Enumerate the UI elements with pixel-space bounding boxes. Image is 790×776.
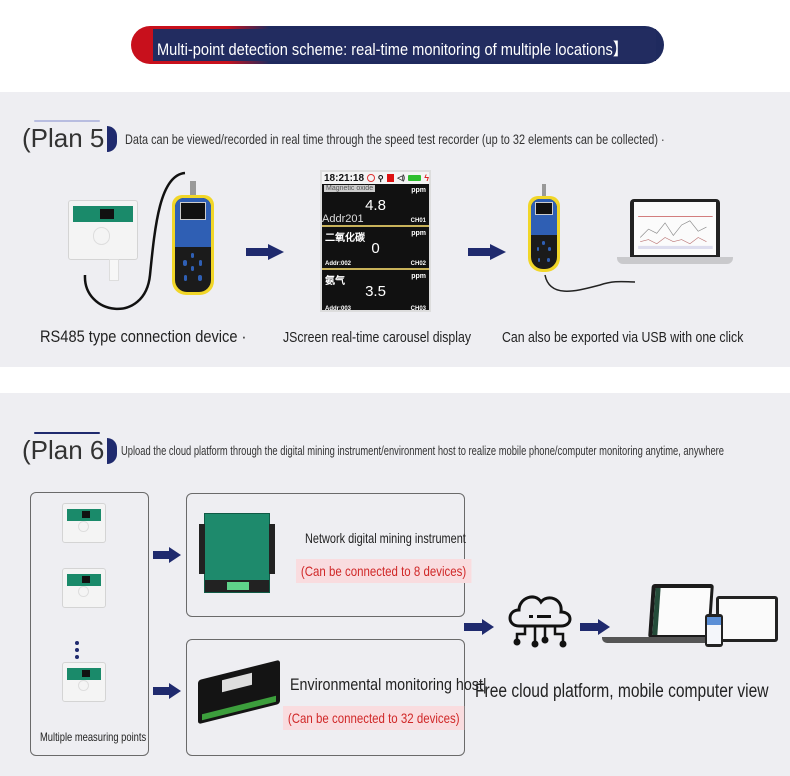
network-instrument-note: (Can be connected to 8 devices) [296, 559, 472, 583]
channel-unit: ppm [411, 273, 426, 280]
channel-value: 0 [371, 240, 380, 257]
ellipsis-dot [75, 655, 79, 659]
arrow-right-icon [464, 619, 494, 635]
channel-id: CH02 [410, 261, 426, 267]
laptop-image [630, 199, 720, 257]
wall-sensor-image [68, 200, 138, 281]
laptop-base [617, 257, 733, 264]
sensor-image [62, 662, 106, 702]
channel-unit: ppm [411, 230, 426, 237]
title-banner: Multi-point detection scheme: real-time … [131, 26, 664, 64]
arrow-right-icon [246, 244, 284, 260]
charging-icon: ϟ [424, 173, 429, 183]
channel-name: 二氧化碳 [325, 233, 365, 244]
status-bar: 18:21:18 ⚲ ◁) ϟ [322, 172, 429, 184]
usb-icon: ⚲ [377, 173, 384, 183]
channel-value: 4.8 [365, 197, 386, 214]
laptop-chart-image [637, 216, 713, 250]
battery-icon [407, 175, 422, 181]
network-instrument-image [199, 513, 275, 593]
cable-image [83, 171, 186, 311]
caption-rs485: RS485 type connection device · [40, 327, 247, 346]
channel-id: CH01 [410, 218, 426, 224]
channel-row: 二氧化碳 ppm 0 Addr:002 CH02 [322, 227, 429, 270]
cloud-caption: Free cloud platform, mobile computer vie… [475, 681, 769, 702]
usb-cable-image [544, 274, 636, 292]
banner-inner [153, 29, 656, 61]
handheld-recorder-image [172, 181, 214, 295]
arrow-right-icon [580, 619, 610, 635]
channel-unit: ppm [411, 187, 426, 194]
plan5-description: Data can be viewed/recorded in real time… [125, 130, 666, 147]
record-icon [386, 174, 395, 182]
ellipsis-dot [75, 648, 79, 652]
ellipsis-dot [75, 641, 79, 645]
channel-addr: Addr201 [322, 213, 364, 225]
channel-addr: Addr:002 [325, 261, 352, 267]
plan5-label: (Plan 5 [22, 120, 105, 154]
plan6-label-cap [107, 437, 118, 464]
monitoring-host-note: (Can be connected to 32 devices) [283, 706, 465, 730]
tablet-image [716, 596, 778, 642]
recorder-screen: 18:21:18 ⚲ ◁) ϟ Magnetic oxide ppm 4.8 A… [320, 170, 431, 312]
plan6-label-text: (Plan 6 [22, 435, 105, 465]
screen-time: 18:21:18 [324, 172, 365, 184]
channel-id: CH03 [410, 306, 426, 312]
measuring-points-caption: Multiple measuring points [40, 730, 147, 744]
arrow-right-icon [153, 683, 181, 699]
channel-value: 3.5 [365, 283, 386, 300]
plan5-label-cap [107, 125, 118, 152]
handheld-recorder-image [528, 184, 560, 272]
channel-row: Magnetic oxide ppm 4.8 Addr201 CH01 [322, 184, 429, 227]
caption-prefix: J [283, 329, 290, 346]
phone-image [705, 614, 723, 647]
caption-carousel-text: Screen real-time carousel display [289, 329, 471, 346]
caption-carousel: JScreen real-time carousel display [283, 329, 471, 346]
plan6-label: (Plan 6 [22, 432, 105, 466]
laptop-base [602, 637, 718, 643]
plan5-label-text: (Plan 5 [22, 123, 105, 153]
banner-title: Multi-point detection scheme: real-time … [157, 40, 628, 59]
channel-name: 氨气 [325, 276, 345, 287]
network-instrument-title: Network digital mining instrument [305, 530, 466, 546]
plan6-description: Upload the cloud platform through the di… [121, 443, 725, 458]
plan6-header: (Plan 6 Upload the cloud platform throug… [22, 432, 790, 466]
arrow-right-icon [153, 547, 181, 563]
monitoring-host-title: Environmental monitoring host| [290, 675, 487, 694]
sensor-image [62, 503, 106, 543]
plan5-header: (Plan 5 Data can be viewed/recorded in r… [22, 120, 790, 154]
sensor-image [62, 568, 106, 608]
channel-row: 氨气 ppm 3.5 Addr:003 CH03 [322, 270, 429, 313]
caption-usb-export: Can also be exported via USB with one cl… [502, 329, 744, 346]
alarm-icon [367, 174, 375, 182]
channel-name: Magnetic oxide [324, 185, 376, 192]
speaker-icon: ◁) [397, 175, 405, 182]
arrow-right-icon [468, 244, 506, 260]
cloud-network-icon [508, 595, 572, 648]
channel-addr: Addr:003 [325, 306, 352, 312]
